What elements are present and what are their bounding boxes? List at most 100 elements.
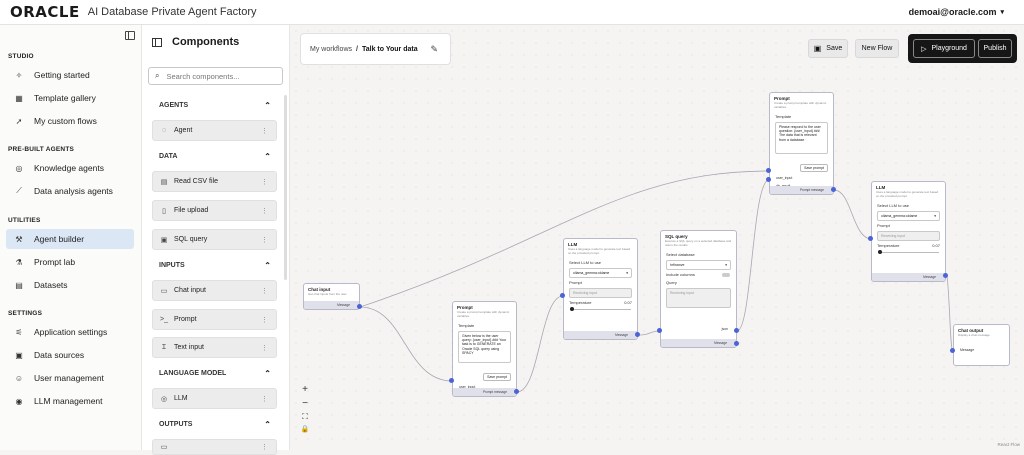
drag-handle-icon[interactable]: ⋮ [261, 178, 268, 186]
prompt-label: Prompt [872, 224, 945, 229]
drag-handle-icon[interactable]: ⋮ [261, 395, 268, 403]
publish-button[interactable]: Publish [978, 39, 1012, 58]
port-prompt1-in[interactable] [449, 378, 454, 383]
components-scrollbar[interactable] [284, 95, 287, 280]
component-output-partial[interactable]: ▭⋮ [152, 439, 277, 455]
include-columns-row: Include columns [661, 273, 736, 278]
drag-handle-icon[interactable]: ⋮ [261, 236, 268, 244]
chat-icon: ▭ [159, 287, 169, 295]
drag-handle-icon[interactable]: ⋮ [261, 287, 268, 295]
sidebar-item-template-gallery[interactable]: ▦Template gallery [6, 88, 134, 108]
sidebar-item-application-settings[interactable]: ⚟Application settings [6, 322, 134, 342]
port-llm2-out[interactable] [943, 273, 948, 278]
playground-label: Playground [931, 45, 966, 52]
component-read-csv-file[interactable]: ▤Read CSV file⋮ [152, 171, 277, 192]
node-output-label: Message [564, 331, 637, 339]
node-prompt-2[interactable]: Prompt Create a prompt template with dyn… [769, 92, 834, 195]
port-sql-json-out[interactable] [734, 328, 739, 333]
fit-view-icon[interactable]: ⛶ [302, 412, 308, 422]
save-prompt-button[interactable]: Save prompt [800, 164, 828, 172]
include-columns-toggle[interactable] [722, 273, 730, 277]
template-textarea[interactable]: Please respond to the user question: {us… [775, 122, 828, 154]
sidebar-item-knowledge-agents[interactable]: ◎Knowledge agents [6, 158, 134, 178]
lock-icon[interactable]: 🔒 [301, 425, 310, 433]
sidebar-item-agent-builder[interactable]: ⚒Agent builder [6, 229, 134, 249]
category-data[interactable]: DATA⌃ [159, 152, 271, 161]
node-llm-2[interactable]: LLM Uses a language model to generate te… [871, 181, 946, 282]
save-label: Save [826, 45, 842, 52]
component-sql-query[interactable]: ▣SQL query⋮ [152, 229, 277, 250]
component-label: Chat input [174, 287, 206, 294]
sidebar-item-prompt-lab[interactable]: ⚗Prompt lab [6, 252, 134, 272]
port-llm1-in[interactable] [560, 293, 565, 298]
llm-select[interactable]: ollama_gemma:oldame▾ [569, 268, 632, 278]
new-flow-button[interactable]: New Flow [855, 39, 899, 58]
sidebar-item-my-custom-flows[interactable]: ➚My custom flows [6, 111, 134, 131]
node-sql-query[interactable]: SQL query Execute a SQL query on a selec… [660, 230, 737, 348]
panel-toggle-icon[interactable] [152, 38, 162, 47]
sidebar-item-data-sources[interactable]: ▣ Data sources [6, 345, 134, 365]
include-columns-label: Include columns [666, 272, 695, 277]
category-agents[interactable]: AGENTS⌃ [159, 101, 271, 110]
port-chat-input-out[interactable] [357, 304, 362, 309]
react-flow-attribution[interactable]: React Flow [997, 442, 1020, 447]
category-language-model[interactable]: LANGUAGE MODEL⌃ [159, 369, 271, 378]
port-prompt1-out[interactable] [514, 389, 519, 394]
category-inputs[interactable]: INPUTS⌃ [159, 261, 271, 270]
publish-label: Publish [984, 45, 1007, 52]
components-header: Components [152, 36, 239, 48]
sidebar-collapse-icon[interactable] [125, 31, 135, 40]
temperature-slider[interactable] [570, 309, 631, 310]
user-menu[interactable]: demoai@oracle.com ▾ [909, 7, 1004, 17]
sidebar-item-getting-started[interactable]: ✧Getting started [6, 65, 134, 85]
save-prompt-button[interactable]: Save prompt [483, 373, 511, 381]
database-icon: ▣ [12, 351, 26, 360]
database-select[interactable]: hrfinanve▾ [666, 260, 731, 270]
user-icon: ☺ [12, 374, 26, 383]
playground-button[interactable]: ▷ Playground [913, 39, 975, 58]
port-sql-message-out[interactable] [734, 341, 739, 346]
port-llm1-out[interactable] [635, 332, 640, 337]
chevron-down-icon: ▾ [934, 214, 936, 218]
zoom-out-icon[interactable]: − [302, 398, 308, 409]
prompt-label: Prompt [564, 281, 637, 286]
sidebar-item-data-analysis-agents[interactable]: ⟋Data analysis agents [6, 181, 134, 201]
zoom-in-icon[interactable]: + [302, 384, 308, 395]
template-textarea[interactable]: Given below is the user query: {user_inp… [458, 331, 511, 363]
llm-select[interactable]: ollama_gemma:oldame▾ [877, 211, 940, 221]
sidebar-item-datasets[interactable]: ▤Datasets [6, 275, 134, 295]
sidebar-item-label: Data sources [34, 350, 84, 360]
breadcrumb-root[interactable]: My workflows [310, 46, 352, 53]
port-llm2-in[interactable] [868, 236, 873, 241]
node-chat-output[interactable]: Chat output Display a chat message Messa… [953, 324, 1010, 366]
port-chat-output-in[interactable] [950, 348, 955, 353]
save-button[interactable]: ▣ Save [808, 39, 848, 58]
breadcrumb: My workflows / Talk to Your data ✎ [300, 33, 451, 65]
port-prompt2-db-result[interactable] [766, 177, 771, 182]
temperature-slider[interactable] [878, 252, 939, 253]
node-chat-input[interactable]: Chat input Get chat inputs from the user… [303, 283, 360, 310]
node-llm-1[interactable]: LLM Uses a language model to generate te… [563, 238, 638, 340]
component-chat-input[interactable]: ▭ Chat input ⋮ [152, 280, 277, 301]
drag-handle-icon[interactable]: ⋮ [261, 207, 268, 215]
sidebar-item-llm-management[interactable]: ◉LLM management [6, 391, 134, 411]
drag-handle-icon[interactable]: ⋮ [261, 316, 268, 324]
terminal-icon: >_ [159, 316, 169, 323]
component-file-upload[interactable]: ▯File upload⋮ [152, 200, 277, 221]
search-input[interactable]: ⌕ Search components... [148, 67, 283, 85]
port-prompt2-out[interactable] [831, 187, 836, 192]
pencil-icon[interactable]: ✎ [430, 44, 438, 55]
port-sql-in[interactable] [657, 328, 662, 333]
drag-handle-icon[interactable]: ⋮ [261, 344, 268, 352]
component-agent[interactable]: ◌Agent⋮ [152, 120, 277, 141]
category-outputs[interactable]: OUTPUTS⌃ [159, 420, 271, 429]
sidebar-item-user-management[interactable]: ☺User management [6, 368, 134, 388]
port-prompt2-user-input[interactable] [766, 168, 771, 173]
drag-handle-icon[interactable]: ⋮ [261, 127, 268, 135]
component-prompt[interactable]: >_Prompt⋮ [152, 309, 277, 330]
node-prompt-1[interactable]: Prompt Create a prompt template with dyn… [452, 301, 517, 397]
component-llm[interactable]: ◎LLM⋮ [152, 388, 277, 409]
